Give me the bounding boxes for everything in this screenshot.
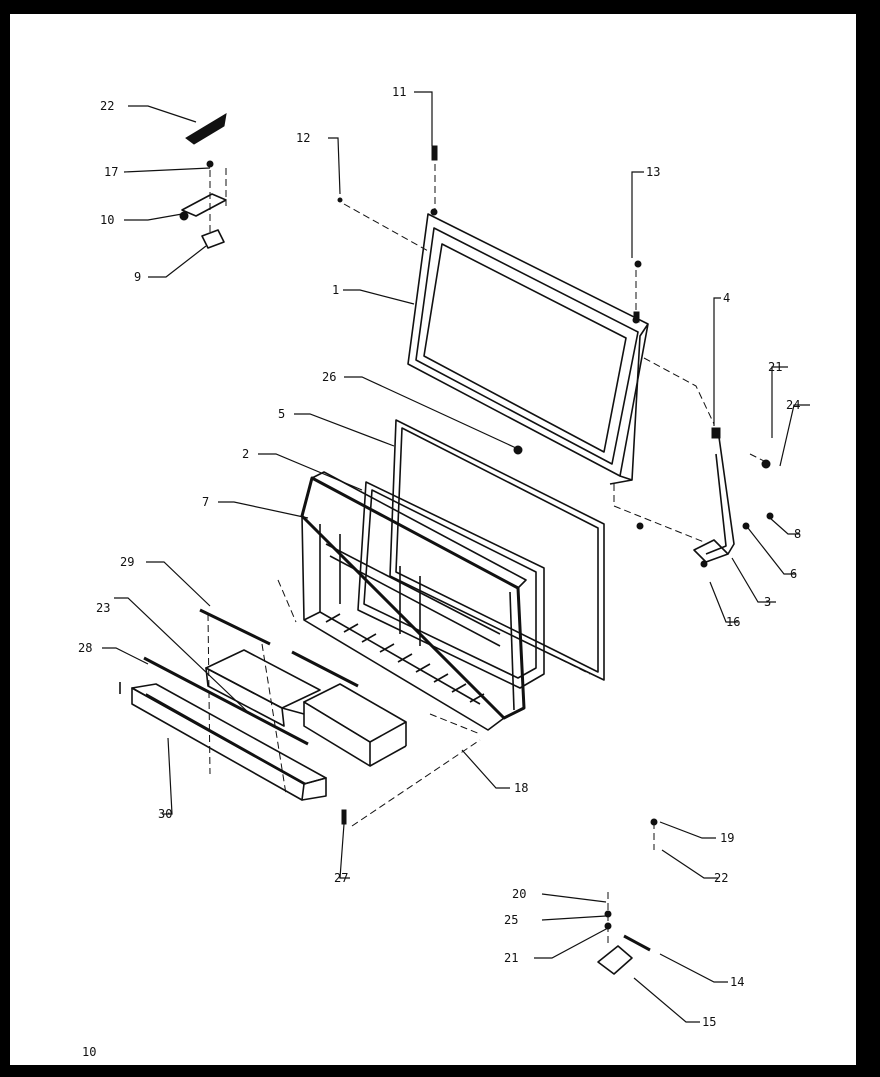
callout-22-upper: 21 [768,360,782,374]
door-frame [407,208,649,485]
callout-27: 26 [322,370,336,384]
callout-16: 16 [726,615,740,629]
callout-29: 28 [78,641,92,655]
parts-diagram-sheet: 22 17 10 9 11 12 13 1 4 21 24 26 5 2 7 2… [10,14,856,1065]
callout-5: 5 [278,407,285,421]
callout-8: 8 [794,527,801,541]
callout-21: 21 [504,951,518,965]
callout-25: 24 [786,398,800,412]
callout-28: 27 [334,871,348,885]
upper-hinge [179,113,227,249]
callout-10: 10 [100,213,114,227]
callout-30: 29 [120,555,134,569]
callout-11: 11 [392,85,406,99]
callout-2: 2 [242,447,249,461]
page-number: 10 [82,1045,97,1059]
callout-17: 17 [104,165,118,179]
callout-9: 9 [134,270,141,284]
callout-12: 12 [296,131,310,145]
callout-1: 1 [332,283,339,297]
callout-22-lower: 22 [714,871,728,885]
callout-19: 19 [720,831,734,845]
callout-20: 20 [512,887,526,901]
callout-7: 7 [202,495,209,509]
storage-bin [205,649,407,767]
callout-leaders [102,91,810,1023]
freezer-basket [300,471,527,731]
slide-rails [143,608,359,746]
callout-24: 23 [96,601,110,615]
callout-23: 22 [100,99,114,113]
callout-15: 15 [702,1015,716,1029]
callout-14: 14 [730,975,744,989]
callout-4: 4 [723,291,730,305]
door-liner [357,481,545,689]
front-panel [119,682,327,801]
assembly-lines [207,164,767,944]
screws [206,145,774,826]
bottom-hinge [597,910,651,975]
door-gasket [389,419,605,681]
callout-31: 30 [158,807,172,821]
callout-13: 13 [646,165,660,179]
exploded-parts-diagram: 22 17 10 9 11 12 13 1 4 21 24 26 5 2 7 2… [78,85,810,1029]
callout-26: 25 [504,913,518,927]
callout-6: 6 [790,567,797,581]
callout-labels: 22 17 10 9 11 12 13 1 4 21 24 26 5 2 7 2… [78,85,801,1029]
callout-3: 3 [764,595,771,609]
lower-hinge-bracket [693,427,735,563]
callout-18: 18 [514,781,528,795]
